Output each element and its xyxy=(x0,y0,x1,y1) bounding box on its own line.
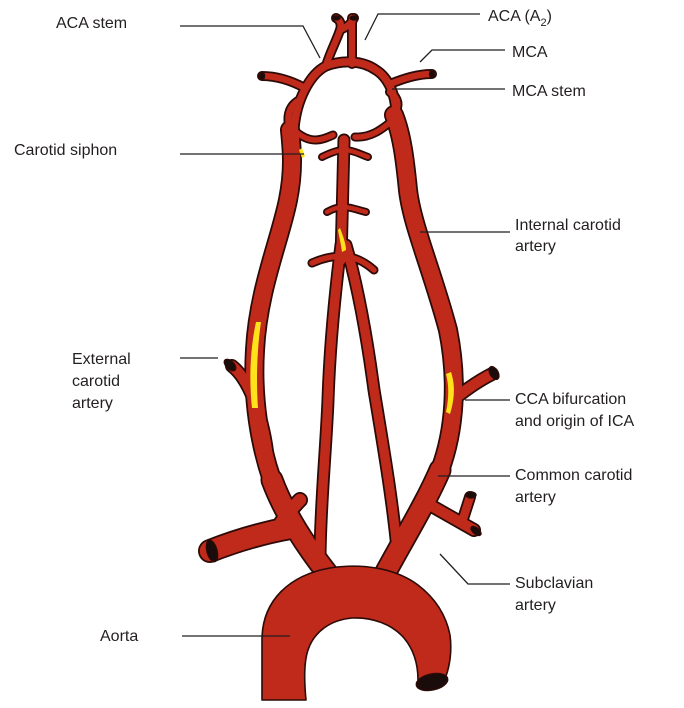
label-external-carotid: External carotid artery xyxy=(72,351,135,412)
label-aorta: Aorta xyxy=(100,628,138,645)
label-internal-carotid: Internal carotid artery xyxy=(515,217,625,255)
label-subclavian: Subclavian artery xyxy=(515,575,598,614)
vessel-outlines xyxy=(210,18,492,583)
label-common-carotid: Common carotid artery xyxy=(515,467,637,506)
leader-subclavian xyxy=(440,554,510,584)
label-aca-stem: ACA stem xyxy=(56,15,127,32)
leader-aca-stem xyxy=(180,26,320,58)
arterial-tree xyxy=(204,16,501,700)
label-mca-stem: MCA stem xyxy=(512,83,586,100)
label-carotid-siphon: Carotid siphon xyxy=(14,142,117,159)
label-cca-bifurcation: CCA bifurcation and origin of ICA xyxy=(515,391,635,430)
leader-aca-a2 xyxy=(365,14,480,40)
label-aca-a2: ACA (A2) xyxy=(488,8,552,29)
leader-mca xyxy=(420,50,505,62)
label-mca: MCA xyxy=(512,44,548,61)
